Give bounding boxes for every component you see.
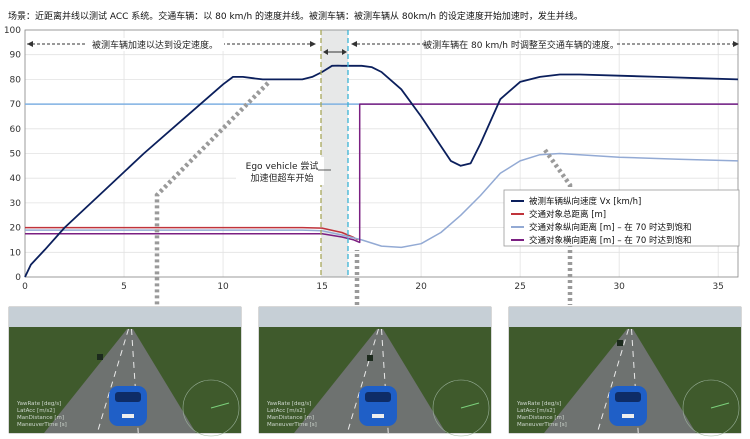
y-tick-label-10: 100 [4,26,21,36]
legend-speed: 被测车辆纵向速度 Vx [km/h] [529,196,641,207]
sim-speedometer-needle [460,402,480,409]
simulation-screenshots: YawRate [deg/s]LatAcc [m/s2]ManDistance … [8,306,742,437]
y-tick-label-6: 60 [10,125,22,135]
y-tick-label-4: 40 [10,174,22,184]
plot-frame [24,29,739,278]
sim-ego-window [615,392,641,402]
sim-speedometer-ring [182,379,240,437]
arrowhead-left-end [310,41,316,47]
arrowhead-mid-end [342,49,347,55]
x-tick-label-7: 35 [712,282,723,292]
sim-ego-window [365,392,391,402]
sim-lane-marking-0 [96,328,129,434]
arrowhead-right-end [733,41,739,47]
x-tick-label-1: 5 [121,282,127,292]
legend-lateral-distance: 交通对象横向距离 [m] – 在 70 时达到饱和 [529,235,692,246]
x-tick-label-0: 0 [22,282,28,292]
sim-traffic-vehicle [617,340,623,346]
x-tick-label-2: 10 [217,282,229,292]
x-tick-label-6: 30 [613,282,625,292]
sim-sky [9,307,241,327]
chart-series [24,64,739,278]
sim-panel-3: YawRate [deg/s]LatAcc [m/s2]ManDistance … [508,306,742,437]
sim-license-plate [122,414,134,418]
sim-license-plate [622,414,634,418]
chart-legend: 被测车辆纵向速度 Vx [km/h] 交通对象总距离 [m] 交通对象纵向距离 … [503,189,740,247]
chart-title: 场景：近距离并线以测试 ACC 系统。交通车辆：以 80 km/h 的速度并线。… [8,12,583,22]
sim-ego-window [115,392,141,402]
x-tick-label-5: 25 [514,282,525,292]
sim-traffic-vehicle [97,354,103,360]
sim-road [294,329,446,433]
annotation-ego-line1: Ego vehicle 尝试 [246,160,319,172]
sim-lane-marking-0 [346,328,379,434]
series-line-0 [24,64,739,278]
series-line-1 [25,226,359,241]
sim-hud-line-3: ManeuverTime [s] [517,422,567,428]
arrowhead-mid-start [323,49,328,55]
sim-sky [259,307,491,327]
sim-speedometer-needle [710,402,730,409]
sim-hud-line-2: ManDistance [m] [17,415,64,421]
sim-sky [509,307,741,327]
y-tick-label-2: 20 [10,224,22,234]
sim-license-plate [372,414,384,418]
series-line-3 [25,103,738,244]
sim-traffic-vehicle [367,355,373,361]
annotation-left: 被测车辆加速以达到设定速度。 [92,39,218,51]
sim-road [44,329,196,433]
sim-hud-line-1: LatAcc [m/s2] [517,408,555,414]
overtake-shaded-band [321,30,348,277]
y-tick-label-1: 10 [10,248,22,258]
sim-hud-line-3: ManeuverTime [s] [267,422,317,428]
y-tick-label-7: 70 [10,100,22,110]
y-tick-label-5: 50 [10,150,22,160]
sim-lane-marking-0 [596,328,629,434]
pointer-arrows [154,81,573,305]
annotation-right: 被测车辆在 80 km/h 时调整至交通车辆的速度。 [423,39,619,51]
sim-panel-2: YawRate [deg/s]LatAcc [m/s2]ManDistance … [258,306,492,437]
sim-hud-line-3: ManeuverTime [s] [17,422,67,428]
y-tick-label-0: 0 [15,273,21,283]
sim-speedometer-needle [210,402,230,409]
sim-hud-line-2: ManDistance [m] [517,415,564,421]
y-tick-label-9: 90 [10,51,22,61]
arrowhead-left-start [27,41,33,47]
x-tick-label-4: 20 [415,282,427,292]
x-tick-label-3: 15 [316,282,327,292]
y-tick-label-8: 80 [10,75,22,85]
sim-road [544,329,696,433]
y-tick-label-3: 30 [10,199,22,209]
sim-hud-line-0: YawRate [deg/s] [266,401,311,407]
sim-hud-line-0: YawRate [deg/s] [516,401,561,407]
sim-speedometer-ring [682,379,740,437]
sim-hud-line-2: ManDistance [m] [267,415,314,421]
legend-longitudinal-distance: 交通对象纵向距离 [m] – 在 70 时达到饱和 [529,222,692,233]
sim-panel-1: YawRate [deg/s]LatAcc [m/s2]ManDistance … [8,306,242,437]
sim-speedometer-ring [432,379,490,437]
arrowhead-right-start [351,41,357,47]
series-line-2 [25,152,739,249]
sim-hud-line-1: LatAcc [m/s2] [17,408,55,414]
chart-axes: 0 10 20 30 40 50 60 70 80 90 100 0 5 10 15 20 25 30 35 [4,26,739,292]
legend-total-distance: 交通对象总距离 [m] [529,209,606,220]
annotation-ego-line2: 加速但超车开始 [250,172,313,184]
sim-hud-line-1: LatAcc [m/s2] [267,408,305,414]
sim-hud-line-0: YawRate [deg/s] [16,401,61,407]
